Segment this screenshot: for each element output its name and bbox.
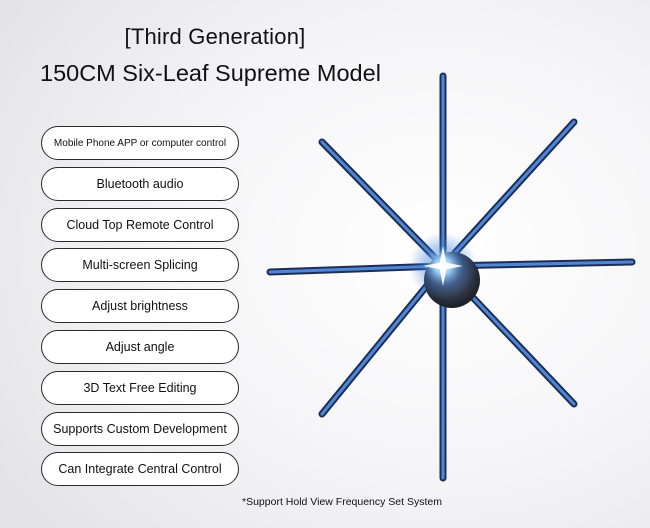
feature-cloud-remote: Cloud Top Remote Control [41, 207, 239, 242]
feature-brightness: Adjust brightness [41, 289, 239, 324]
title-model: 150CM Six-Leaf Supreme Model [40, 60, 381, 86]
feature-central-control: Can Integrate Central Control [41, 452, 239, 487]
feature-angle: Adjust angle [41, 329, 239, 364]
feature-text-editing: 3D Text Free Editing [41, 370, 239, 405]
feature-list: Mobile Phone APP or computer control Blu… [41, 126, 241, 493]
title-generation: [Third Generation] [124, 24, 306, 49]
feature-multi-screen: Multi-screen Splicing [41, 248, 239, 283]
fan-hub [409, 232, 480, 308]
feature-app-control: Mobile Phone APP or computer control [41, 126, 239, 160]
footnote-frequency-system: *Support Hold View Frequency Set System [242, 496, 442, 508]
feature-bluetooth-audio: Bluetooth audio [41, 166, 239, 201]
feature-custom-development: Supports Custom Development [41, 411, 239, 446]
hologram-fan-image [266, 72, 636, 482]
